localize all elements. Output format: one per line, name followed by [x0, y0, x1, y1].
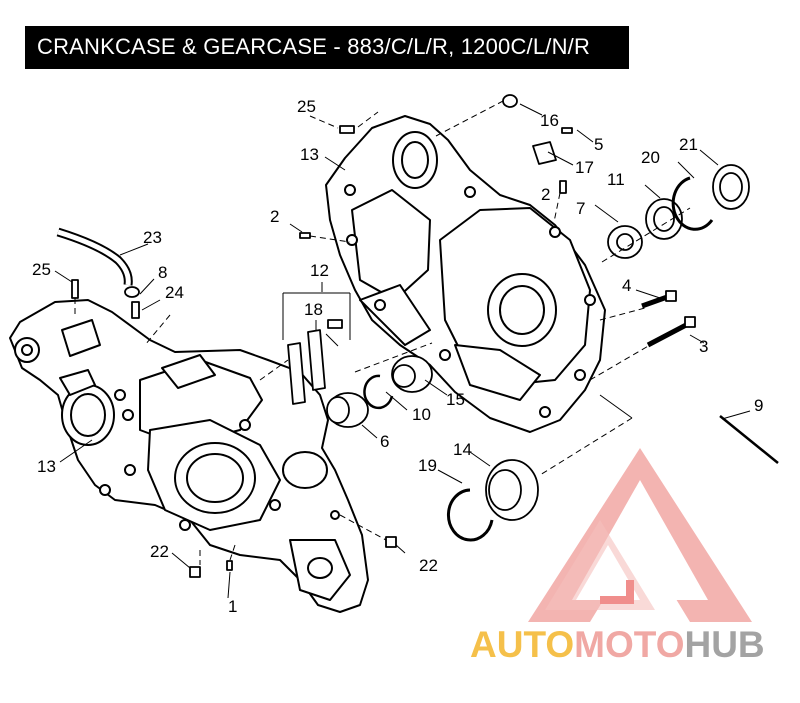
right-crankcase-half: [325, 115, 606, 433]
callout-numbers: 25 16 5 13 17 21 20 11 2 7 2 23 12 25 8 …: [32, 97, 763, 616]
callout-12: 12: [310, 261, 329, 280]
callout-17: 17: [575, 158, 594, 177]
small-parts: [56, 94, 779, 578]
callout-18: 18: [304, 300, 323, 319]
left-crankcase-half: [9, 299, 369, 613]
watermark-wordmark: AUTOMOTOHUB: [470, 624, 765, 665]
callout-25-left: 25: [32, 260, 51, 279]
callout-11: 11: [607, 170, 625, 189]
callout-10: 10: [412, 405, 431, 424]
callout-6: 6: [380, 432, 389, 451]
callout-14: 14: [453, 440, 472, 459]
leader-lines: [54, 99, 751, 599]
callout-4: 4: [622, 276, 631, 295]
callout-22-right: 22: [419, 556, 438, 575]
callout-2-left: 2: [270, 207, 279, 226]
callout-7: 7: [576, 199, 585, 218]
callout-19: 19: [418, 456, 437, 475]
callout-5: 5: [594, 135, 603, 154]
wordmark-hub: HUB: [684, 624, 764, 665]
callout-24: 24: [165, 283, 184, 302]
callout-8: 8: [158, 263, 167, 282]
wordmark-moto: MOTO: [574, 624, 684, 665]
callout-9: 9: [754, 396, 763, 415]
callout-21: 21: [679, 135, 698, 154]
callout-23: 23: [143, 228, 162, 247]
callout-13-left: 13: [37, 457, 56, 476]
callout-2-right: 2: [541, 185, 550, 204]
callout-3: 3: [699, 337, 708, 356]
diagram-title: CRANKCASE & GEARCASE - 883/C/L/R, 1200C/…: [37, 34, 591, 59]
watermark-logo: [528, 448, 752, 622]
callout-22-left: 22: [150, 542, 169, 561]
callout-25-top: 25: [297, 97, 316, 116]
callout-15: 15: [446, 390, 465, 409]
callout-1: 1: [228, 597, 237, 616]
diagram-title-bar: CRANKCASE & GEARCASE - 883/C/L/R, 1200C/…: [25, 26, 629, 69]
svg-text:AUTOMOTOHUB: AUTOMOTOHUB: [470, 624, 765, 665]
callout-16: 16: [540, 111, 559, 130]
callout-20: 20: [641, 148, 660, 167]
wordmark-auto: AUTO: [470, 624, 574, 665]
callout-13-top: 13: [300, 145, 319, 164]
